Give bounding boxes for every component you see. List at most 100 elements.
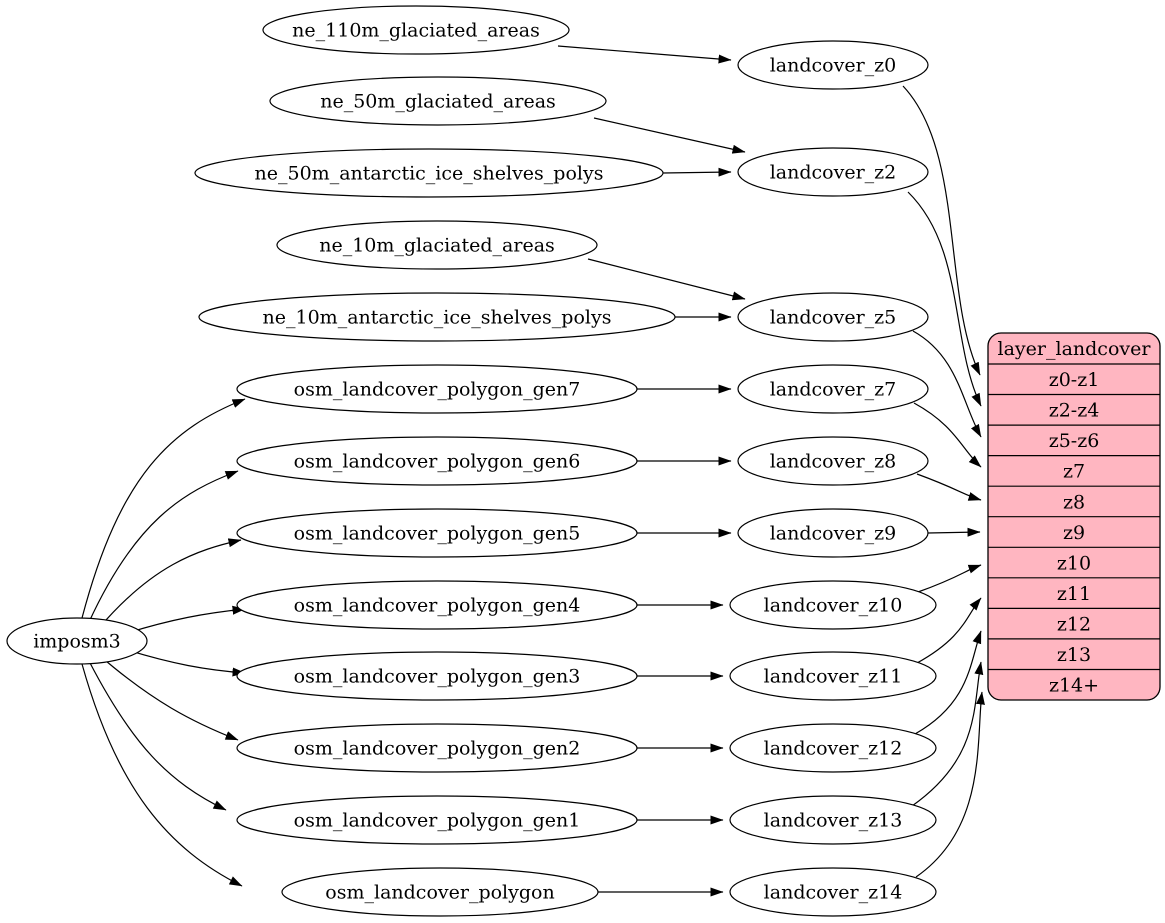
node-ellipse [276,220,598,270]
node-osm-landcover-polygon-gen2: osm_landcover_polygon_gen2 [236,723,638,773]
node-ellipse [269,76,607,126]
node-label: ne_10m_antarctic_ice_shelves_polys [263,307,612,329]
view-nodes: landcover_z0 landcover_z2 landcover_z5 l… [729,40,937,917]
edges-importer-to-source [81,398,246,887]
imposm3-label: imposm3 [33,631,121,653]
edge-landcover-z10-row-z10 [917,564,982,593]
node-label: osm_landcover_polygon_gen2 [294,738,581,760]
edges-source-to-view [557,45,746,897]
edge-ne-50m-glaciated-areas-landcover-z2 [593,117,746,154]
node-osm-landcover-polygon-gen3: osm_landcover_polygon_gen3 [236,651,638,701]
node-label: ne_50m_antarctic_ice_shelves_polys [255,163,604,185]
node-landcover-z7: landcover_z7 [737,364,929,414]
edge-landcover-z14-row-z14plus [915,691,985,878]
node-landcover-z9: landcover_z9 [737,508,929,558]
edge-landcover-z9-row-z9 [927,527,981,537]
edge-landcover-z12-row-z12 [914,630,982,735]
node-ellipse [737,508,929,558]
table-row-z14plus: z14+ [1049,675,1099,697]
node-ellipse [236,364,638,414]
node-ellipse [236,723,638,773]
table-row-z8: z8 [1063,491,1085,513]
edge-imposm3-gen7 [81,398,246,619]
table-row-z7: z7 [1063,461,1085,483]
node-osm-landcover-polygon-gen4: osm_landcover_polygon_gen4 [236,580,638,630]
node-label: landcover_z12 [764,738,903,760]
node-label: landcover_z5 [770,307,897,329]
edge-landcover-z2-row-z2-z4 [907,191,982,407]
node-landcover-z12: landcover_z12 [729,723,937,773]
node-ne-50m-glaciated-areas: ne_50m_glaciated_areas [269,76,607,126]
node-ne-50m-antarctic-ice-shelves-polys: ne_50m_antarctic_ice_shelves_polys [194,148,664,198]
node-label: osm_landcover_polygon [325,882,554,904]
node-label: landcover_z14 [764,882,903,904]
node-ellipse [262,5,570,55]
edge-ne-110m-glaciated-areas-landcover-z0 [557,45,732,64]
node-ellipse [729,867,937,917]
node-label: osm_landcover_polygon_gen1 [294,810,581,832]
node-label: osm_landcover_polygon_gen6 [294,451,581,473]
node-ne-10m-antarctic-ice-shelves-polys: ne_10m_antarctic_ice_shelves_polys [198,292,676,342]
node-label: osm_landcover_polygon_gen4 [294,595,581,617]
node-ellipse [737,364,929,414]
imposm3-ellipse [6,617,148,665]
node-osm-landcover-polygon-gen1: osm_landcover_polygon_gen1 [236,795,638,845]
table-row-z2-z4: z2-z4 [1049,400,1100,422]
node-landcover-z8: landcover_z8 [737,436,929,486]
node-label: landcover_z8 [770,451,897,473]
node-label: landcover_z2 [770,162,897,184]
node-landcover-z13: landcover_z13 [729,795,937,845]
node-ellipse [194,148,664,198]
node-label: landcover_z10 [764,595,903,617]
node-ellipse [737,436,929,486]
node-ellipse [236,580,638,630]
node-ellipse [729,651,937,701]
node-label: landcover_z7 [770,379,897,401]
table-row-z13: z13 [1057,644,1091,666]
edge-imposm3-gen1 [88,660,227,811]
node-landcover-z11: landcover_z11 [729,651,937,701]
node-osm-landcover-polygon-gen5: osm_landcover_polygon_gen5 [236,508,638,558]
node-label: osm_landcover_polygon_gen7 [294,379,581,401]
node-ellipse [737,292,929,342]
edge-imposm3-gen2 [98,654,239,741]
edge-landcover-z8-row-z8 [916,473,982,501]
node-ellipse [729,580,937,630]
table-row-z0-z1: z0-z1 [1049,369,1100,391]
edge-imposm3-osm-landcover-polygon [81,663,243,887]
node-ellipse [729,723,937,773]
node-ellipse [198,292,676,342]
node-osm-landcover-polygon-gen7: osm_landcover_polygon_gen7 [236,364,638,414]
node-ellipse [729,795,937,845]
edge-ne-50m-antarctic-ice-shelves-polys-landcover-z2 [662,167,732,177]
node-imposm3: imposm3 [6,617,148,665]
edges-view-to-table [902,85,985,878]
node-ellipse [737,147,929,197]
node-layer-landcover-table: layer_landcover z0-z1 z2-z4 z5-z6 z7 z8 … [987,332,1161,701]
edge-imposm3-gen6 [88,470,239,623]
edge-imposm3-gen4 [123,605,246,635]
node-label: ne_10m_glaciated_areas [319,235,555,257]
node-osm-landcover-polygon: osm_landcover_polygon [281,867,599,917]
table-row-z11: z11 [1057,583,1091,605]
node-landcover-z14: landcover_z14 [729,867,937,917]
source-nodes: ne_110m_glaciated_areas ne_50m_glaciated… [194,5,676,917]
node-ellipse [236,508,638,558]
edge-landcover-z0-row-z0-z1 [902,85,981,376]
node-ellipse [236,436,638,486]
table-title: layer_landcover [998,338,1152,360]
node-ellipse [236,651,638,701]
node-ne-10m-glaciated-areas: ne_10m_glaciated_areas [276,220,598,270]
node-label: landcover_z9 [770,523,897,545]
table-row-z10: z10 [1057,552,1091,574]
node-label: landcover_z11 [764,666,903,688]
node-ellipse [236,795,638,845]
table-row-z5-z6: z5-z6 [1049,430,1100,452]
node-landcover-z0: landcover_z0 [737,40,929,90]
node-label: ne_50m_glaciated_areas [320,91,556,113]
table-row-z9: z9 [1063,522,1085,544]
edge-landcover-z5-row-z5-z6 [912,330,982,438]
node-ellipse [281,867,599,917]
